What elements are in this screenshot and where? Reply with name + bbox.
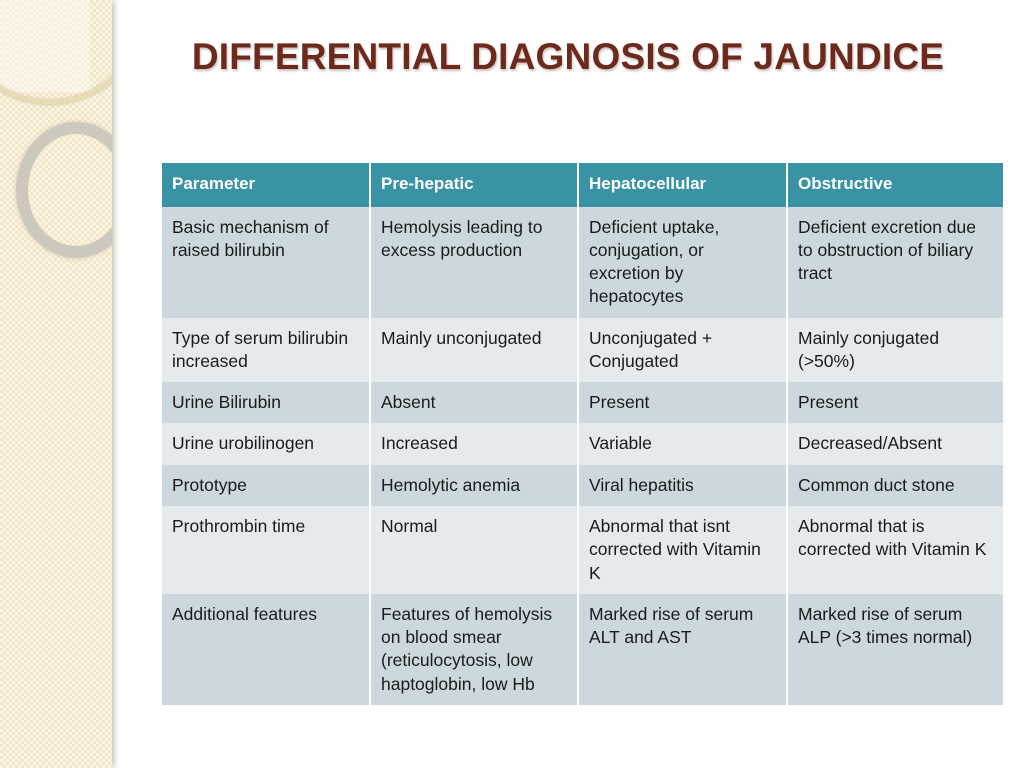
cell-obstructive: Marked rise of serum ALP (>3 times norma… — [788, 593, 1003, 705]
cell-obstructive: Mainly conjugated (>50%) — [788, 317, 1003, 383]
cell-hepatocellular: Abnormal that isnt corrected with Vitami… — [579, 506, 786, 594]
table-row: Urine Bilirubin Absent Present Present — [162, 382, 1003, 424]
cell-obstructive: Deficient excretion due to obstruction o… — [788, 206, 1003, 318]
cell-pre-hepatic: Mainly unconjugated — [371, 317, 577, 383]
cell-obstructive: Abnormal that is corrected with Vitamin … — [788, 506, 1003, 594]
differential-diagnosis-table: Parameter Pre-hepatic Hepatocellular Obs… — [160, 163, 1005, 705]
table-row: Urine urobilinogen Increased Variable De… — [162, 423, 1003, 465]
cell-parameter: Prothrombin time — [162, 506, 369, 594]
page-title: DIFFERENTIAL DIAGNOSIS OF JAUNDICE — [191, 36, 945, 77]
table-row: Prothrombin time Normal Abnormal that is… — [162, 506, 1003, 594]
cell-hepatocellular: Variable — [579, 423, 786, 465]
cell-parameter: Urine Bilirubin — [162, 382, 369, 424]
cell-pre-hepatic: Features of hemolysis on blood smear (re… — [371, 593, 577, 705]
cell-obstructive: Decreased/Absent — [788, 423, 1003, 465]
column-header-parameter: Parameter — [162, 163, 369, 207]
cell-parameter: Prototype — [162, 464, 369, 506]
decorative-sidebar — [0, 0, 112, 768]
cell-hepatocellular: Viral hepatitis — [579, 464, 786, 506]
table-row: Basic mechanism of raised bilirubin Hemo… — [162, 206, 1003, 318]
cell-hepatocellular: Present — [579, 382, 786, 424]
silver-ring-decor-icon — [16, 122, 112, 258]
column-header-obstructive: Obstructive — [788, 163, 1003, 207]
cell-pre-hepatic: Absent — [371, 382, 577, 424]
cell-pre-hepatic: Increased — [371, 423, 577, 465]
cell-obstructive: Present — [788, 382, 1003, 424]
cell-parameter: Basic mechanism of raised bilirubin — [162, 206, 369, 318]
cell-hepatocellular: Deficient uptake, conjugation, or excret… — [579, 206, 786, 318]
table-header-row: Parameter Pre-hepatic Hepatocellular Obs… — [162, 163, 1003, 207]
cell-parameter: Type of serum bilirubin increased — [162, 317, 369, 383]
table-row: Additional features Features of hemolysi… — [162, 593, 1003, 705]
cell-pre-hepatic: Hemolytic anemia — [371, 464, 577, 506]
table-row: Prototype Hemolytic anemia Viral hepatit… — [162, 464, 1003, 506]
column-header-pre-hepatic: Pre-hepatic — [371, 163, 577, 207]
gold-ring-decor-icon — [0, 0, 112, 104]
column-header-hepatocellular: Hepatocellular — [579, 163, 786, 207]
cell-parameter: Additional features — [162, 593, 369, 705]
cell-hepatocellular: Unconjugated + Conjugated — [579, 317, 786, 383]
cell-obstructive: Common duct stone — [788, 464, 1003, 506]
cell-hepatocellular: Marked rise of serum ALT and AST — [579, 593, 786, 705]
table-row: Type of serum bilirubin increased Mainly… — [162, 317, 1003, 383]
cell-parameter: Urine urobilinogen — [162, 423, 369, 465]
cell-pre-hepatic: Normal — [371, 506, 577, 594]
cell-pre-hepatic: Hemolysis leading to excess production — [371, 206, 577, 318]
